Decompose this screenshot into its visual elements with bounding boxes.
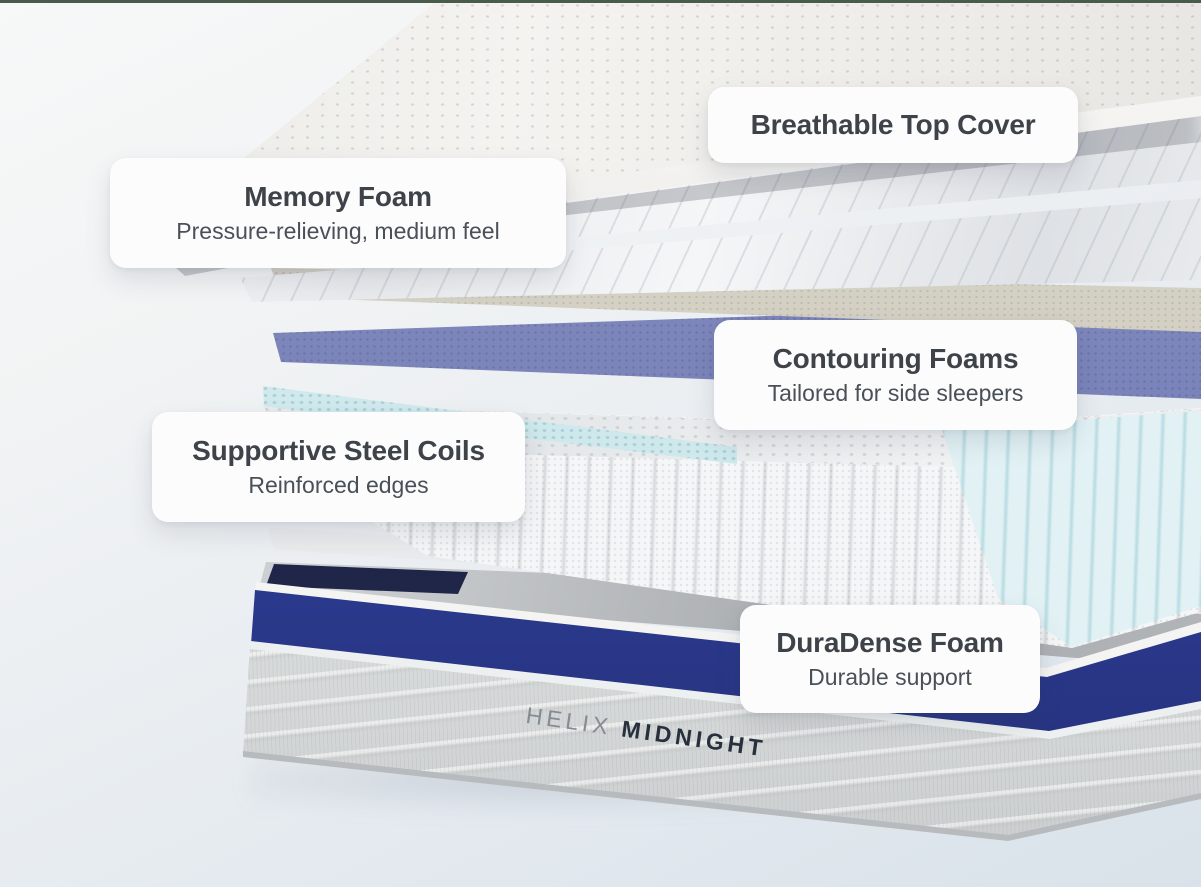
callout-title: Memory Foam [244, 181, 432, 213]
callout-subtitle: Durable support [808, 664, 972, 690]
callout-title: Breathable Top Cover [750, 109, 1036, 141]
callout-title: Contouring Foams [772, 343, 1019, 375]
top-accent-bar [0, 0, 1201, 3]
callout-title: Supportive Steel Coils [192, 435, 485, 467]
callout-subtitle: Tailored for side sleepers [767, 380, 1024, 406]
callout-supportive-steel-coils: Supportive Steel Coils Reinforced edges [152, 412, 525, 522]
callout-title: DuraDense Foam [776, 627, 1004, 659]
callout-memory-foam: Memory Foam Pressure-relieving, medium f… [110, 158, 566, 268]
callout-breathable-top-cover: Breathable Top Cover [708, 87, 1078, 163]
callout-subtitle: Reinforced edges [248, 472, 429, 498]
callout-subtitle: Pressure-relieving, medium feel [176, 218, 500, 244]
callout-contouring-foams: Contouring Foams Tailored for side sleep… [714, 320, 1077, 430]
callout-duradense-foam: DuraDense Foam Durable support [740, 605, 1040, 713]
